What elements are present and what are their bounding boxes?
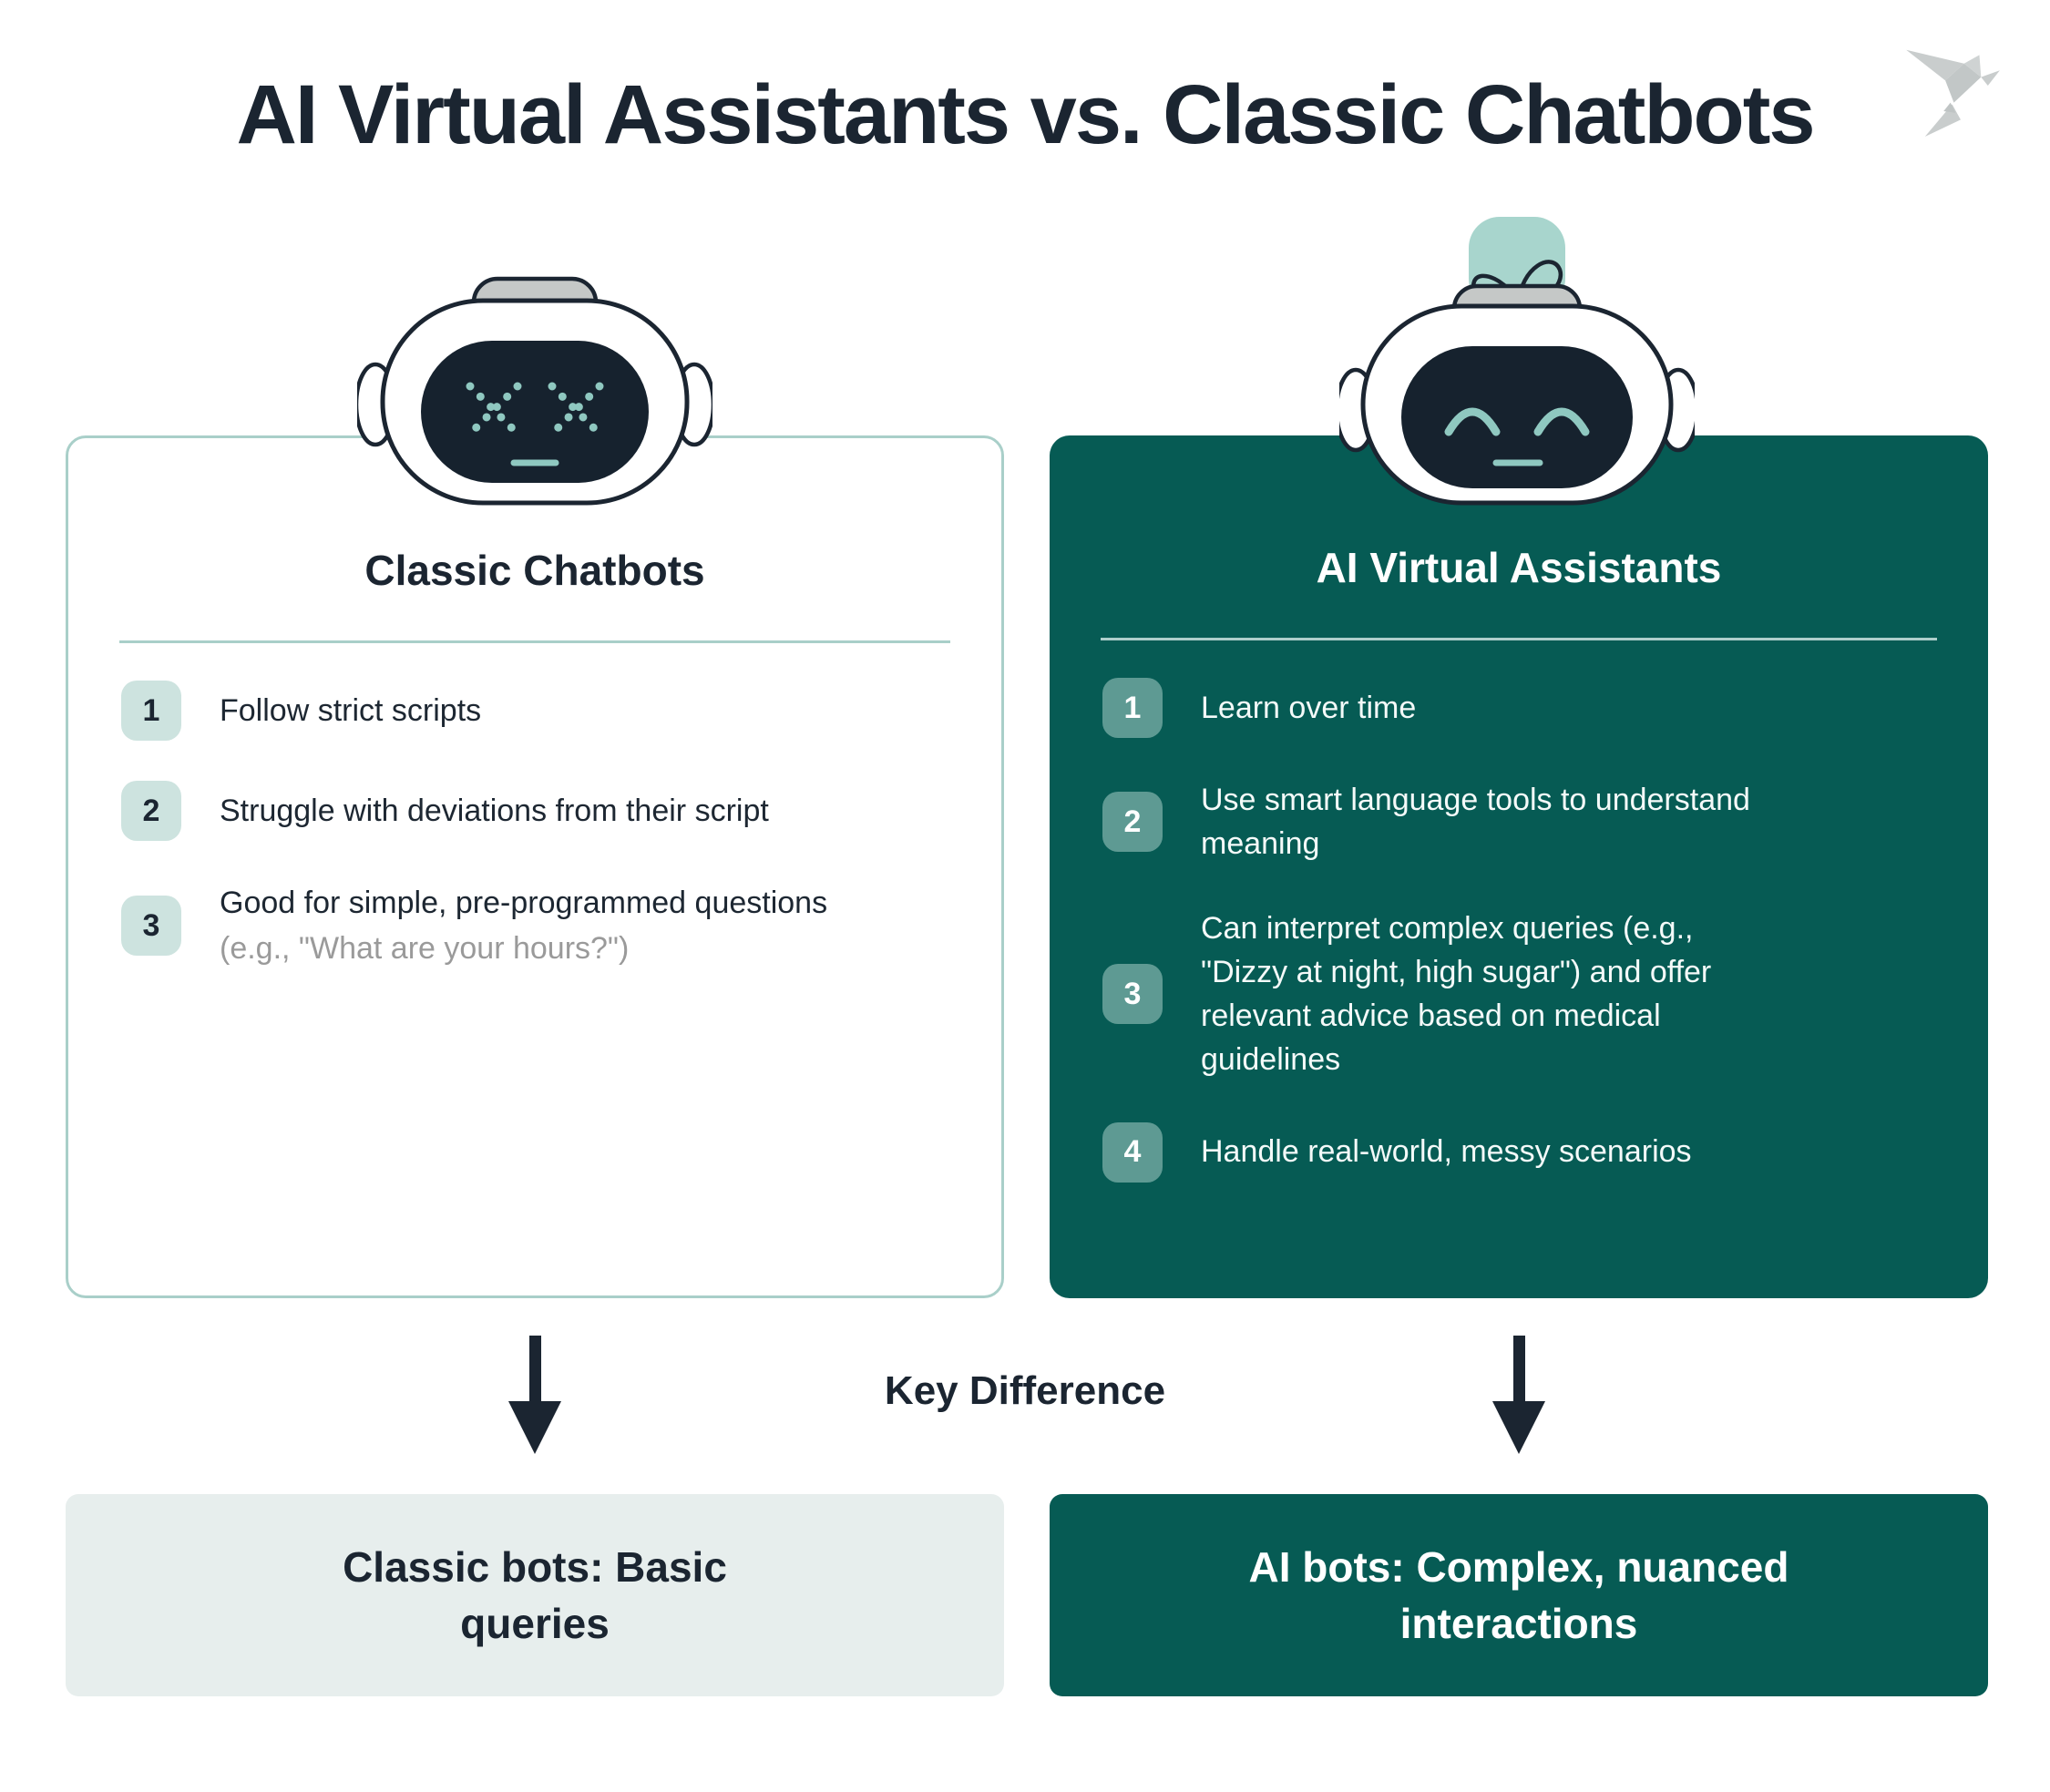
summary-box-classic: Classic bots: Basic queries	[66, 1494, 1004, 1696]
list-item: 1 Follow strict scripts	[121, 681, 965, 741]
summary-box-ai: AI bots: Complex, nuanced interactions	[1050, 1494, 1988, 1696]
classic-robot-dead-face-icon	[357, 276, 712, 506]
list-item: 4 Handle real-world, messy scenarios	[1102, 1121, 1952, 1183]
item-example-text: (e.g., "What are your hours?")	[220, 931, 630, 967]
item-number-badge: 3	[121, 896, 181, 957]
item-number-badge: 2	[1102, 792, 1163, 853]
card-ai-divider	[1101, 638, 1937, 640]
item-number-badge: 3	[1102, 964, 1163, 1025]
list-item: 2 Use smart language tools to understand…	[1102, 778, 1952, 866]
summary-ai-text: AI bots: Complex, nuanced interactions	[1248, 1542, 1789, 1647]
item-text: Learn over time	[1201, 690, 1417, 725]
card-classic-chatbots: Classic Chatbots 1 Follow strict scripts…	[66, 435, 1004, 1298]
page-title: AI Virtual Assistants vs. Classic Chatbo…	[236, 68, 1815, 161]
item-text: Good for simple, pre-programmed question…	[220, 886, 828, 920]
item-text: Handle real-world, messy scenarios	[1201, 1134, 1692, 1170]
card-classic-title: Classic Chatbots	[364, 547, 705, 594]
ai-robot-happy-face-icon	[1339, 217, 1695, 506]
item-text: Can interpret complex queries (e.g., "Di…	[1201, 910, 1712, 1078]
item-text: Struggle with deviations from their scri…	[220, 793, 769, 828]
item-number-badge: 2	[121, 781, 181, 841]
item-number-badge: 1	[1102, 678, 1163, 738]
card-ai-title: AI Virtual Assistants	[1316, 544, 1722, 591]
item-number-badge: 1	[121, 681, 181, 741]
summary-classic-text: Classic bots: Basic queries	[343, 1542, 727, 1647]
item-number-badge: 4	[1102, 1121, 1163, 1183]
card-classic-list: 1 Follow strict scripts 2 Struggle with …	[121, 681, 965, 971]
down-arrow-icon	[508, 1336, 561, 1454]
origami-bird-logo-icon	[1906, 49, 2000, 137]
card-ai-list: 1 Learn over time 2 Use smart language t…	[1102, 678, 1952, 1183]
list-item: 2 Struggle with deviations from their sc…	[121, 781, 965, 841]
item-text: Follow strict scripts	[220, 692, 482, 728]
key-difference-label: Key Difference	[884, 1368, 1166, 1413]
list-item: 3 Good for simple, pre-programmed questi…	[121, 881, 965, 971]
item-text: Use smart language tools to understand m…	[1201, 783, 1750, 862]
card-ai-virtual-assistants: AI Virtual Assistants 1 Learn over time …	[1050, 435, 1988, 1298]
list-item: 1 Learn over time	[1102, 678, 1952, 738]
down-arrow-icon	[1492, 1336, 1545, 1454]
list-item: 3 Can interpret complex queries (e.g., "…	[1102, 906, 1952, 1082]
card-classic-divider	[119, 640, 950, 643]
